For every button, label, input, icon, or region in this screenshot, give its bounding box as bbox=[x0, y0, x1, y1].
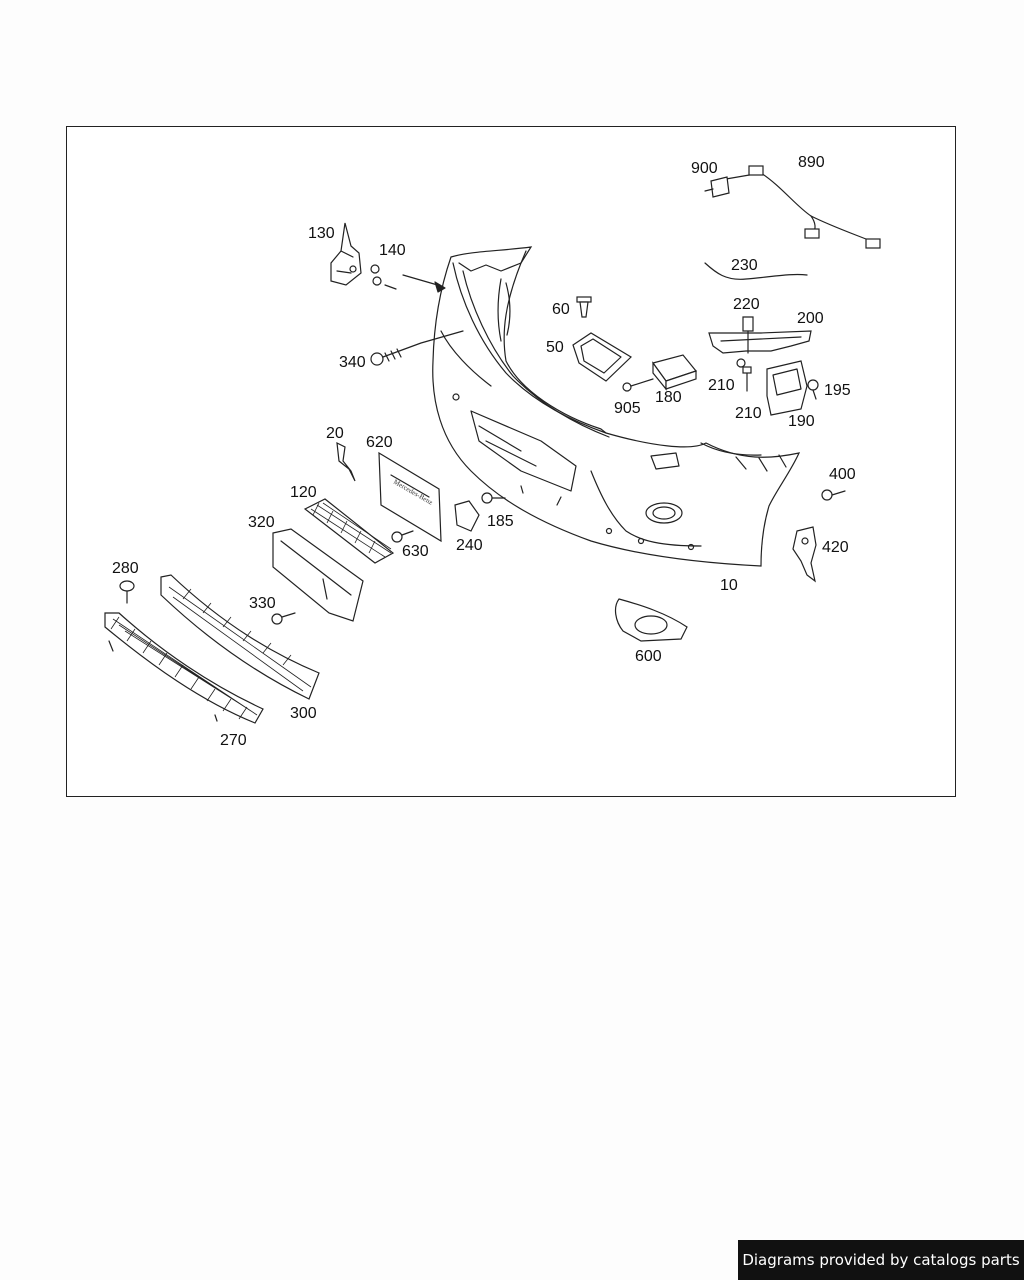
part-label-190: 190 bbox=[788, 413, 815, 430]
part-label-630: 630 bbox=[402, 543, 429, 560]
part-label-270: 270 bbox=[220, 732, 247, 749]
part-label-890: 890 bbox=[798, 154, 825, 171]
wiring-harness-part-890 bbox=[704, 165, 881, 249]
part-label-10: 10 bbox=[720, 577, 738, 594]
part-label-400: 400 bbox=[829, 466, 856, 483]
bracket-part-420 bbox=[792, 526, 817, 583]
fog-lamp-bezel-part-600 bbox=[614, 598, 688, 642]
part-label-180: 180 bbox=[655, 389, 682, 406]
part-label-195: 195 bbox=[824, 382, 851, 399]
part-label-50: 50 bbox=[546, 339, 564, 356]
assembly-arrow bbox=[402, 274, 442, 287]
plate-holder-part-320 bbox=[272, 528, 364, 622]
screw-part-195 bbox=[807, 379, 819, 400]
parts-diagram-frame: Mercedes-Benz bbox=[66, 126, 956, 797]
grille-part-270 bbox=[104, 612, 264, 724]
part-label-280: 280 bbox=[112, 560, 139, 577]
license-plate-part-620: Mercedes-Benz bbox=[378, 451, 442, 543]
cover-frame-part-50 bbox=[572, 332, 632, 382]
clip-part-400 bbox=[821, 489, 846, 501]
holder-part-190 bbox=[766, 360, 808, 416]
part-label-620: 620 bbox=[366, 434, 393, 451]
part-label-130: 130 bbox=[308, 225, 335, 242]
part-label-420: 420 bbox=[822, 539, 849, 556]
part-label-240: 240 bbox=[456, 537, 483, 554]
cap-part-240 bbox=[454, 500, 480, 532]
clip-part-60 bbox=[576, 296, 592, 318]
part-label-230: 230 bbox=[731, 257, 758, 274]
bracket-part-200 bbox=[708, 330, 812, 354]
part-label-600: 600 bbox=[635, 648, 662, 665]
clip-part-140 bbox=[370, 264, 397, 290]
part-label-20: 20 bbox=[326, 425, 344, 442]
part-label-300: 300 bbox=[290, 705, 317, 722]
bracket-part-20 bbox=[336, 441, 356, 482]
part-label-330: 330 bbox=[249, 595, 276, 612]
screw-part-330 bbox=[271, 612, 296, 625]
clip-part-220 bbox=[742, 316, 754, 354]
part-label-185: 185 bbox=[487, 513, 514, 530]
bolt-part-210 bbox=[736, 358, 752, 392]
part-label-210-lower: 210 bbox=[735, 405, 762, 422]
side-bracket-part-130 bbox=[330, 222, 362, 286]
part-label-340: 340 bbox=[339, 354, 366, 371]
screw-part-280 bbox=[119, 580, 135, 604]
bumper-exploded-view: Mercedes-Benz bbox=[104, 154, 881, 749]
part-label-200: 200 bbox=[797, 310, 824, 327]
part-label-905: 905 bbox=[614, 400, 641, 417]
bolt-part-185 bbox=[481, 492, 506, 504]
part-label-320: 320 bbox=[248, 514, 275, 531]
trim-strip-part-230 bbox=[704, 262, 808, 280]
sensor-part-905 bbox=[622, 378, 654, 392]
control-unit-part-180 bbox=[652, 354, 698, 391]
part-label-220: 220 bbox=[733, 296, 760, 313]
lower-grille-part-300 bbox=[160, 574, 320, 700]
part-label-140: 140 bbox=[379, 242, 406, 259]
grille-insert-part-120 bbox=[303, 498, 395, 564]
part-label-210-upper: 210 bbox=[708, 377, 735, 394]
screw-part-340 bbox=[370, 330, 464, 366]
part-label-120: 120 bbox=[290, 484, 317, 501]
screw-part-630 bbox=[391, 530, 414, 543]
part-label-900: 900 bbox=[691, 160, 718, 177]
part-label-60: 60 bbox=[552, 301, 570, 318]
diagram-source-caption: Diagrams provided by catalogs parts bbox=[738, 1240, 1024, 1280]
